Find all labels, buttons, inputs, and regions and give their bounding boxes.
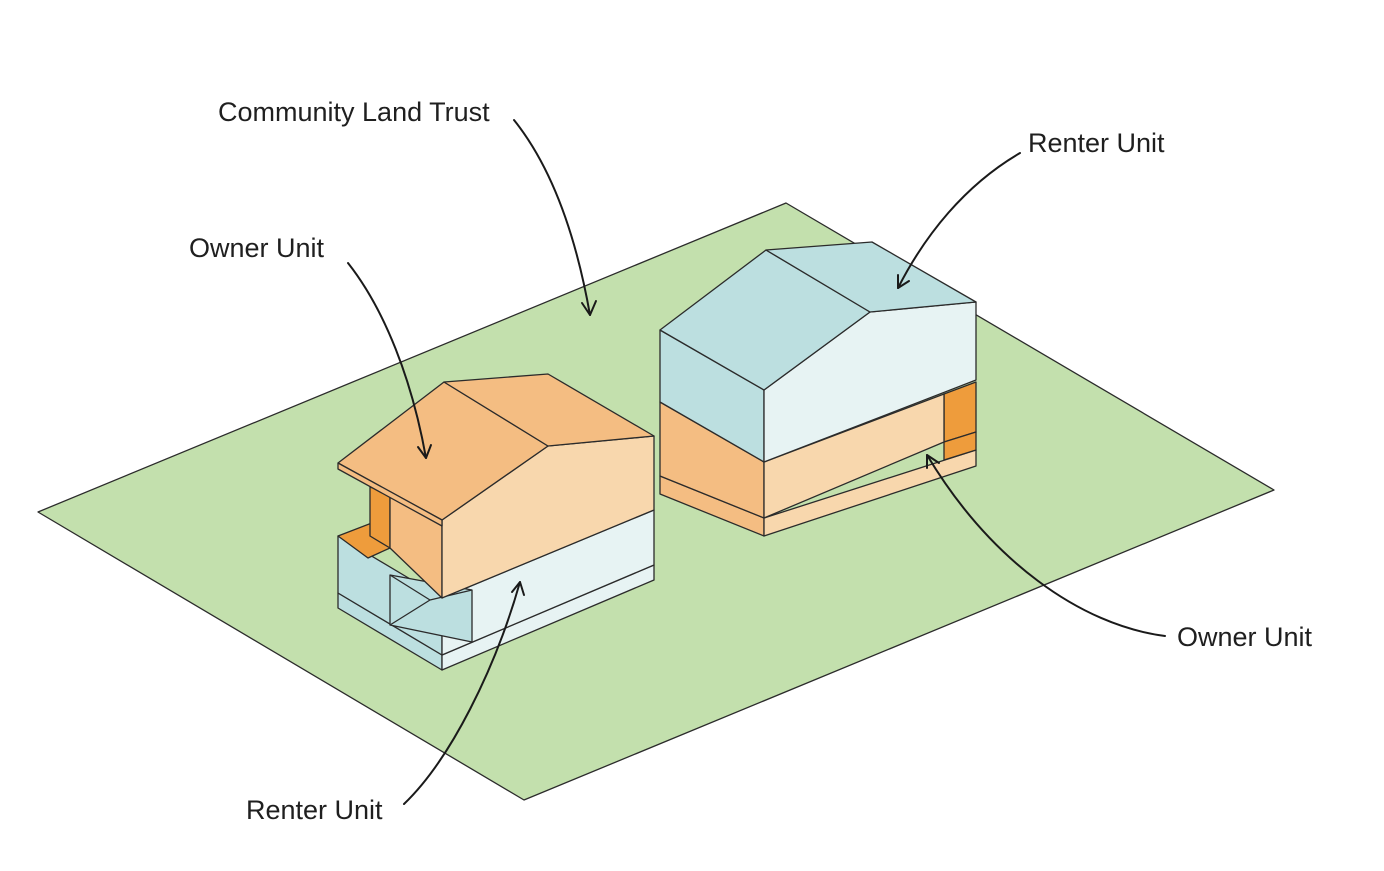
left-owner-unit-leader [347, 262, 427, 459]
right-renter-unit-arrowhead [897, 274, 910, 289]
community-land-trust-label: Community Land Trust [218, 97, 490, 127]
right-house [659, 241, 977, 537]
right-roof-back [765, 241, 977, 313]
left-house [337, 373, 655, 671]
left-porch-line-2 [389, 599, 431, 626]
right-owner-recess-floor [943, 431, 977, 461]
left-roof-eave [337, 462, 443, 527]
left-renter-unit-arrowhead [511, 581, 525, 596]
leader-lines [347, 119, 1166, 805]
left-renter-unit-label: Renter Unit [246, 795, 383, 825]
left-porch-line-3 [429, 589, 473, 601]
left-porch-line [389, 574, 431, 601]
right-owner-side-face [763, 393, 945, 519]
left-owner-unit-label: Owner Unit [189, 233, 325, 263]
community-land-trust-leader [513, 119, 591, 316]
right-renter-unit-label: Renter Unit [1028, 128, 1165, 158]
left-renter-unit-leader [403, 581, 521, 805]
right-owner-unit-label: Owner Unit [1177, 622, 1313, 652]
right-base-slab-side [763, 449, 977, 537]
right-owner-unit-leader [926, 454, 1166, 637]
right-owner-unit-arrowhead [926, 454, 940, 469]
left-owner-unit-arrowhead [417, 444, 432, 459]
land-parcel [37, 202, 1275, 801]
community-land-trust-arrowhead [581, 300, 597, 316]
right-renter-unit-leader [897, 152, 1021, 289]
left-roof-back [443, 373, 655, 447]
